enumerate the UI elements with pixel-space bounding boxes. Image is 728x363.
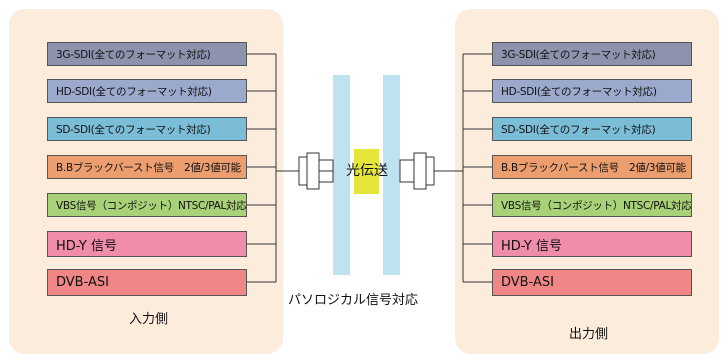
output-signal-vbs: VBS信号（コンポジット）NTSC/PAL対応	[492, 193, 692, 217]
input-signal-dvb-asi: DVB-ASI	[47, 269, 247, 296]
output-signal-3g-sdi: 3G-SDI(全てのフォーマット対応)	[492, 42, 692, 66]
output-signal-hd-sdi: HD-SDI(全てのフォーマット対応)	[492, 79, 692, 103]
input-side-panel	[9, 9, 283, 354]
output-signal-dvb-asi: DVB-ASI	[492, 269, 692, 296]
output-connector	[399, 152, 435, 190]
input-side-label: 入力側	[129, 312, 169, 327]
pathological-signal-caption: パソロジカル信号対応	[288, 293, 419, 308]
optical-highlight	[354, 149, 379, 194]
input-signal-3g-sdi: 3G-SDI(全てのフォーマット対応)	[47, 42, 247, 66]
input-bus-lines	[247, 53, 299, 283]
output-side-panel	[455, 9, 719, 354]
output-signal-sd-sdi: SD-SDI(全てのフォーマット対応)	[492, 117, 692, 141]
input-signal-vbs: VBS信号（コンポジット）NTSC/PAL対応	[47, 193, 247, 217]
fiber-left	[333, 75, 350, 275]
output-bus-lines	[434, 53, 492, 283]
output-signal-black-burst: B.Bブラックバースト信号 2値/3値可能	[492, 155, 692, 179]
input-signal-black-burst: B.Bブラックバースト信号 2値/3値可能	[47, 155, 247, 179]
optical-transmission-label: 光伝送	[346, 163, 388, 179]
input-signal-hd-y: HD-Y 信号	[47, 231, 247, 257]
output-side-label: 出力側	[569, 327, 609, 342]
fiber-right	[383, 75, 400, 275]
input-signal-hd-sdi: HD-SDI(全てのフォーマット対応)	[47, 79, 247, 103]
output-signal-hd-y: HD-Y 信号	[492, 231, 692, 257]
input-signal-sd-sdi: SD-SDI(全てのフォーマット対応)	[47, 117, 247, 141]
